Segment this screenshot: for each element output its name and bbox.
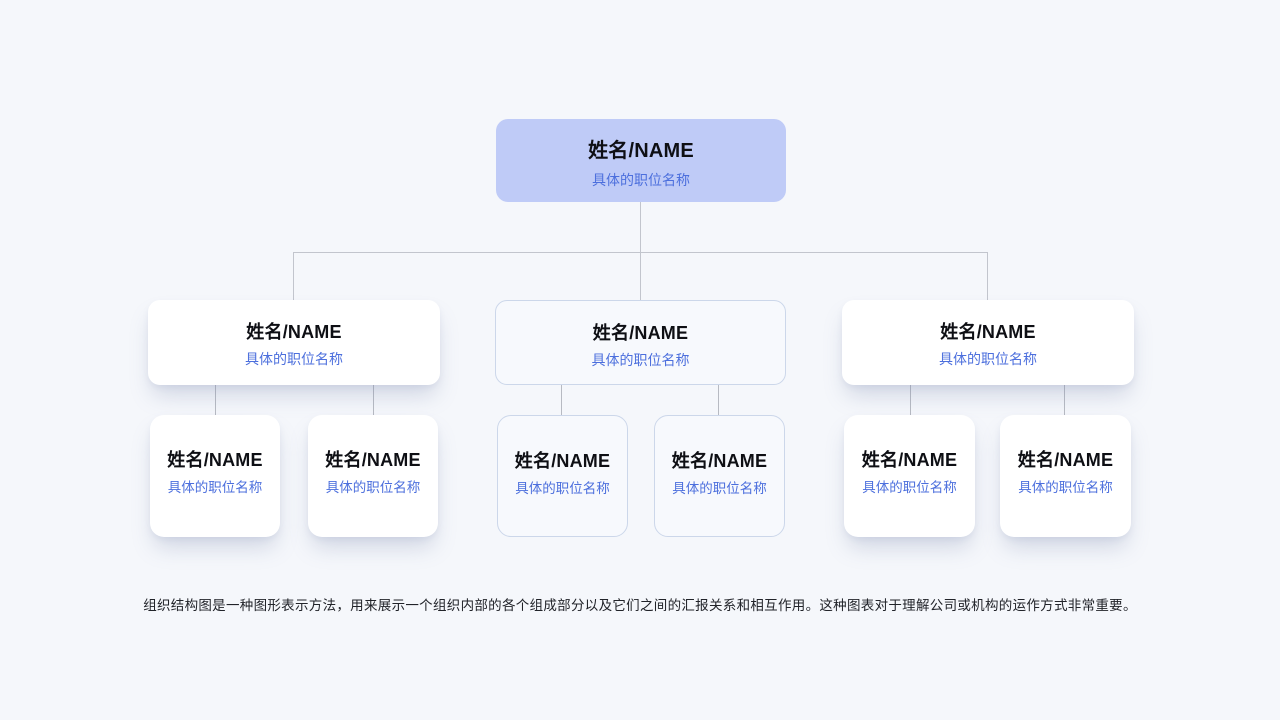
person-title: 具体的职位名称 — [939, 351, 1037, 367]
root-node: 姓名/NAME 具体的职位名称 — [496, 119, 786, 202]
person-title: 具体的职位名称 — [325, 480, 421, 495]
person-name: 姓名/NAME — [167, 450, 263, 470]
person-name: 姓名/NAME — [940, 322, 1036, 342]
connector-leaf-drop — [215, 384, 216, 415]
person-title: 具体的职位名称 — [167, 480, 263, 495]
leaf-node-5: 姓名/NAME 具体的职位名称 — [844, 415, 975, 537]
person-name: 姓名/NAME — [861, 450, 958, 470]
caption-text: 组织结构图是一种图形表示方法，用来展示一个组织内部的各个组成部分以及它们之间的汇… — [143, 598, 1137, 613]
person-name: 姓名/NAME — [246, 322, 342, 342]
person-name: 姓名/NAME — [1017, 450, 1114, 470]
person-name: 姓名/NAME — [592, 323, 689, 343]
person-title: 具体的职位名称 — [1018, 480, 1113, 495]
person-title: 具体的职位名称 — [862, 480, 957, 495]
leaf-node-3: 姓名/NAME 具体的职位名称 — [497, 415, 628, 537]
person-name: 姓名/NAME — [514, 451, 611, 471]
person-title: 具体的职位名称 — [672, 481, 767, 496]
connector-leaf-drop — [1064, 384, 1065, 415]
connector-drop-middle — [640, 252, 641, 300]
leaf-node-1: 姓名/NAME 具体的职位名称 — [150, 415, 280, 537]
connector-leaf-drop — [910, 384, 911, 415]
connector-leaf-drop — [561, 384, 562, 415]
person-title: 具体的职位名称 — [592, 172, 690, 188]
leaf-node-2: 姓名/NAME 具体的职位名称 — [308, 415, 438, 537]
connector-drop-right — [987, 252, 988, 300]
connector-drop-left — [293, 252, 294, 300]
person-title: 具体的职位名称 — [245, 351, 343, 367]
branch-node-1: 姓名/NAME 具体的职位名称 — [148, 300, 440, 385]
leaf-node-4: 姓名/NAME 具体的职位名称 — [654, 415, 785, 537]
leaf-node-6: 姓名/NAME 具体的职位名称 — [1000, 415, 1131, 537]
branch-node-3: 姓名/NAME 具体的职位名称 — [842, 300, 1134, 385]
person-title: 具体的职位名称 — [515, 481, 610, 496]
person-name: 姓名/NAME — [588, 140, 694, 162]
connector-leaf-drop — [718, 384, 719, 415]
person-name: 姓名/NAME — [325, 450, 421, 470]
person-title: 具体的职位名称 — [591, 352, 690, 368]
connector-leaf-drop — [373, 384, 374, 415]
connector-root-drop — [640, 202, 641, 252]
branch-node-2: 姓名/NAME 具体的职位名称 — [495, 300, 786, 385]
person-name: 姓名/NAME — [671, 451, 768, 471]
